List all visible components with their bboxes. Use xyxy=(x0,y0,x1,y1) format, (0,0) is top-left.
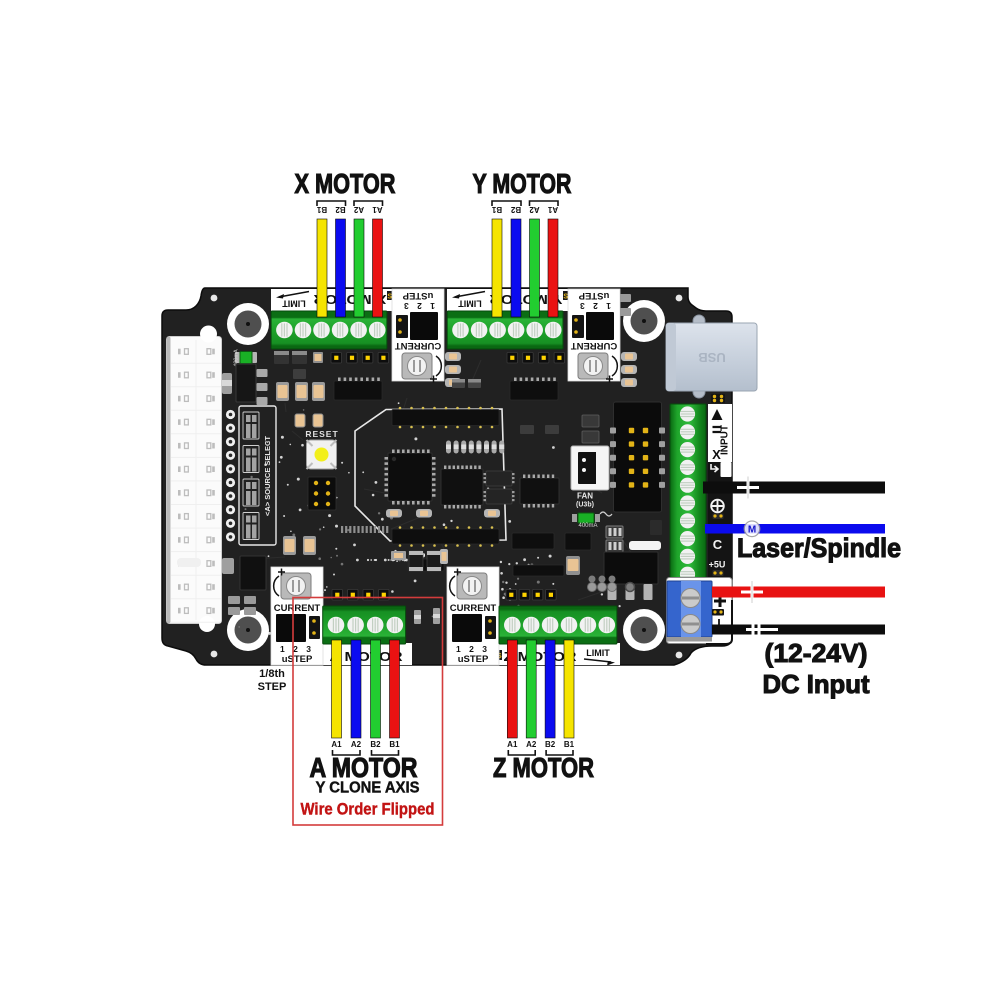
svg-text:B2: B2 xyxy=(370,740,381,749)
svg-text:A MOTOR: A MOTOR xyxy=(330,649,404,664)
svg-text:INPUT: INPUT xyxy=(720,425,731,455)
svg-text:1 2 3: 1 2 3 xyxy=(456,644,490,654)
svg-text:STEP: STEP xyxy=(258,681,287,693)
svg-text:A2: A2 xyxy=(529,205,540,214)
svg-text:Z MOTOR: Z MOTOR xyxy=(493,752,594,783)
svg-text:B2: B2 xyxy=(335,205,346,214)
svg-text:USB: USB xyxy=(698,350,725,365)
svg-text:LIMIT: LIMIT xyxy=(586,648,610,658)
svg-text:Y MOTOR: Y MOTOR xyxy=(489,292,563,307)
svg-text:B1: B1 xyxy=(389,740,400,749)
svg-text:(12-24V): (12-24V) xyxy=(765,638,868,668)
svg-text:RESET: RESET xyxy=(305,429,338,439)
svg-text:uSTEP: uSTEP xyxy=(402,290,433,301)
svg-text:Y CLONE AXIS: Y CLONE AXIS xyxy=(316,780,420,797)
svg-text:A2: A2 xyxy=(526,740,537,749)
svg-text:uSTEP: uSTEP xyxy=(458,654,489,665)
svg-text:CURRENT: CURRENT xyxy=(450,603,497,614)
svg-text:+5U: +5U xyxy=(709,560,726,570)
svg-text:X MOTOR: X MOTOR xyxy=(313,292,387,307)
svg-text:B2: B2 xyxy=(545,740,556,749)
svg-text:400mA: 400mA xyxy=(234,349,240,367)
svg-text:A1: A1 xyxy=(331,740,342,749)
svg-text:A1: A1 xyxy=(372,205,383,214)
svg-text:CURRENT: CURRENT xyxy=(274,603,321,614)
svg-text:A1: A1 xyxy=(547,205,558,214)
svg-text:A2: A2 xyxy=(351,740,362,749)
svg-text:A1: A1 xyxy=(507,740,518,749)
svg-text:1 2 3: 1 2 3 xyxy=(280,644,314,654)
svg-text:1/8th: 1/8th xyxy=(259,668,285,680)
svg-text:C: C xyxy=(713,537,723,552)
svg-text:CURRENT: CURRENT xyxy=(571,340,618,351)
svg-text:1 2 3: 1 2 3 xyxy=(401,301,435,311)
svg-text:B2: B2 xyxy=(510,205,521,214)
svg-text:A2: A2 xyxy=(353,205,364,214)
svg-text:(U3b): (U3b) xyxy=(576,502,594,509)
svg-text:B1: B1 xyxy=(491,205,502,214)
svg-text:LIMIT: LIMIT xyxy=(282,299,306,309)
svg-text:A MOTOR: A MOTOR xyxy=(310,752,418,783)
svg-text:uSTEP: uSTEP xyxy=(282,654,313,665)
svg-text:LIMIT: LIMIT xyxy=(458,299,482,309)
svg-text:Wire Order Flipped: Wire Order Flipped xyxy=(301,800,435,819)
svg-text:FAN: FAN xyxy=(577,492,593,501)
svg-text:Z MOTOR: Z MOTOR xyxy=(504,649,578,664)
svg-text:1 2 3: 1 2 3 xyxy=(577,301,611,311)
svg-text:Y MOTOR: Y MOTOR xyxy=(473,168,572,199)
svg-text:Laser/Spindle: Laser/Spindle xyxy=(737,533,901,563)
svg-text:400mA: 400mA xyxy=(578,523,597,529)
svg-text:<A> SOURCE SELECT: <A> SOURCE SELECT xyxy=(263,436,272,516)
svg-text:CURRENT: CURRENT xyxy=(395,340,442,351)
svg-text:DC Input: DC Input xyxy=(763,669,870,699)
svg-text:uSTEP: uSTEP xyxy=(578,290,609,301)
svg-text:X: X xyxy=(712,447,721,462)
svg-text:M: M xyxy=(748,525,756,536)
svg-text:B1: B1 xyxy=(316,205,327,214)
svg-text:B1: B1 xyxy=(564,740,575,749)
svg-text:X MOTOR: X MOTOR xyxy=(295,168,396,199)
